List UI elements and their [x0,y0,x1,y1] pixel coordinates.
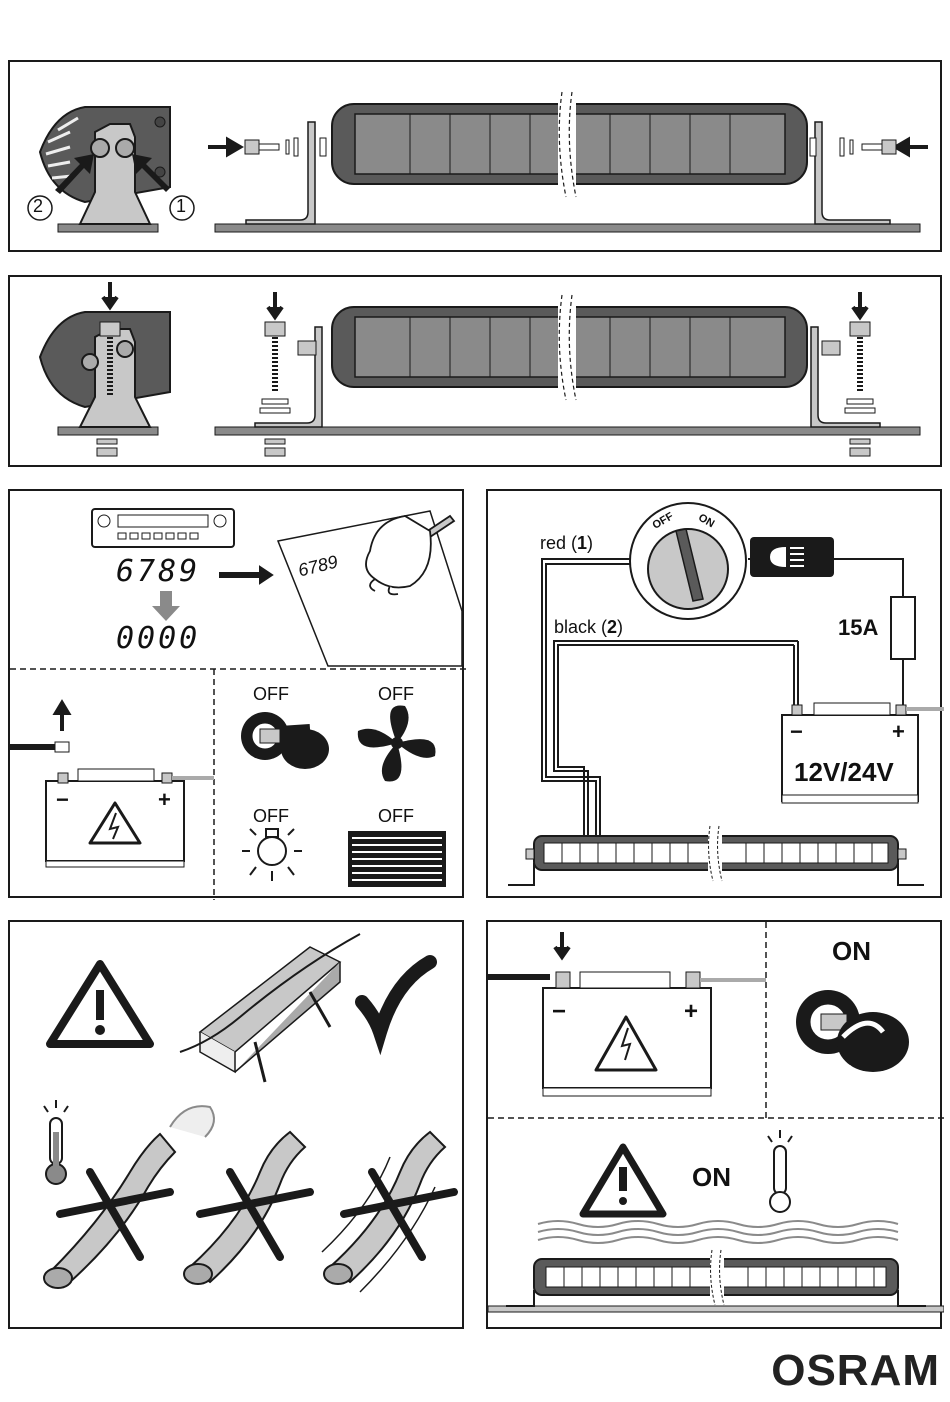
panel-cable-routing [8,920,464,1329]
arrow-down-icon [152,591,180,621]
housing-detail-icon [40,282,170,427]
battery-icon [543,972,766,1096]
warning-icon [50,964,150,1044]
checkmark-icon [362,962,430,1032]
key-on-label: ON [832,936,871,967]
battery-cable-icon [488,932,569,977]
base-plate-left-icon [58,224,158,232]
battery-plus-label: + [684,998,698,1026]
panel-mounting: 2 1 [8,60,942,252]
light-bulb-icon [242,829,302,881]
radio-code-reset-display: 0000 [116,621,200,656]
wire-black-icon [554,641,798,836]
headlight-indicator-icon [750,537,834,577]
light-off-label: OFF [253,806,289,827]
wire-black-number: 2 [607,617,617,637]
base-plate-icon [215,224,920,232]
cable-routing-illustration [10,922,466,1331]
fan-icon [358,705,436,781]
battery-minus-label: − [56,787,69,813]
key-off-label: OFF [253,684,289,705]
battery-plus-label: + [892,719,905,745]
battery-plus-label: + [158,787,171,813]
battery-minus-label: − [790,719,803,745]
light-bar-icon [332,92,807,197]
osram-logo: OSRAM [771,1346,940,1396]
mounting-illustration [10,62,944,254]
thermometer-icon [768,1130,792,1212]
cable-tie-tube-icon [180,934,360,1082]
wire-black-text: black ( [554,617,607,637]
heat-waves-icon [538,1221,898,1243]
bracket-right-icon [815,122,890,224]
bolt-left-icon [260,292,290,413]
housing-detail-icon [40,107,170,224]
wire-red-number: 1 [577,533,587,553]
wire-black-label: black (2) [554,617,623,638]
battery-icon [782,703,944,803]
battery-voltage-label: 12V/24V [794,757,894,788]
callout-1-label: 1 [176,196,186,217]
battery-minus-label: − [552,998,566,1026]
warning-icon [583,1147,663,1214]
heater-off-label: OFF [378,806,414,827]
battery-cable-icon [10,703,69,752]
fan-off-label: OFF [378,684,414,705]
light-bar-icon [488,1250,944,1312]
ignition-key-on-icon [796,990,909,1085]
wire-black-close: ) [617,617,623,637]
callout-2-label: 2 [33,196,43,217]
fuse-icon [891,597,915,659]
panel-disconnect: 6789 0000 6789 − + OFF OFF OFF OFF [8,489,464,898]
fixing-illustration [10,277,944,469]
radio-code-display: 6789 [116,554,200,589]
wire-red-close: ) [587,533,593,553]
light-bar-icon [298,295,840,400]
panel-fixing [8,275,942,467]
thermometer-icon [44,1100,68,1184]
light-bar-icon [508,826,924,885]
battery-icon [46,769,214,867]
operation-on-label: ON [692,1162,731,1193]
bolt-right-icon [845,292,875,413]
panel-wiring: OFF ON red (1) black (2) 15A − + 12V/24V [486,489,942,898]
screw-right-icon [810,138,928,156]
nut-icon [97,439,870,456]
reconnect-illustration [488,922,944,1331]
arrow-right-icon [220,567,272,583]
wire-red-label: red (1) [540,533,593,554]
bracket-left-icon [246,122,315,224]
fuse-rating-label: 15A [838,615,878,641]
panel-reconnect: − + ON ON [486,920,942,1329]
rotary-switch-icon [630,503,746,619]
wire-red-text: red ( [540,533,577,553]
rear-window-heater-icon [348,831,446,887]
car-radio-icon [92,509,234,547]
hose-vibrating-icon [322,1132,445,1292]
ignition-key-icon [241,712,329,769]
